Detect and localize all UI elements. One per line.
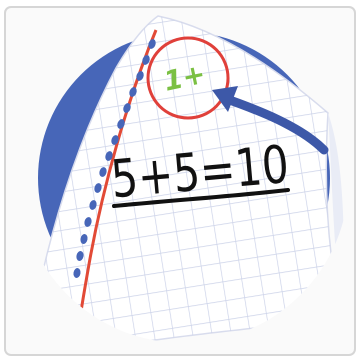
spiral-holes (73, 39, 156, 278)
notebook-paper-icon (25, 15, 344, 343)
app-icon-frame: 1+ 5+5=10 (4, 6, 356, 356)
arrow-icon (212, 86, 329, 155)
equation-underline (112, 188, 290, 208)
math-notebook-app-icon: 1+ 5+5=10 (25, 15, 344, 343)
page-curl (328, 113, 344, 318)
highlight-circle-icon (146, 36, 230, 120)
